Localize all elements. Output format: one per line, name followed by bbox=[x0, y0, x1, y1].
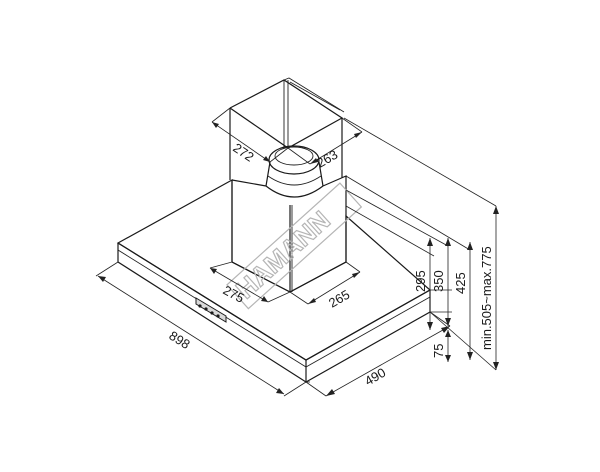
dim-height-350-label: 350 bbox=[431, 270, 446, 292]
dim-chimney-height: 295 bbox=[413, 238, 433, 330]
dim-hood-thickness-label: 75 bbox=[431, 344, 446, 358]
dim-height-range-label: min.505~max.775 bbox=[479, 246, 494, 350]
dim-chimney-height-label: 295 bbox=[413, 270, 428, 292]
dim-height-350: 350 bbox=[431, 238, 451, 326]
dim-chimney-top-left-label: 272 bbox=[230, 140, 256, 165]
dim-hood-thickness: 75 bbox=[431, 330, 451, 362]
dim-height-425: 425 bbox=[453, 242, 473, 360]
exhaust-collar bbox=[265, 145, 324, 198]
extension-lines bbox=[306, 117, 497, 383]
control-button-1 bbox=[198, 304, 202, 308]
dim-width-label: 898 bbox=[166, 328, 192, 352]
control-button-3 bbox=[210, 311, 214, 315]
dim-depth-label: 490 bbox=[362, 365, 388, 389]
dim-height-range: min.505~max.775 bbox=[479, 206, 499, 370]
control-panel bbox=[195, 297, 227, 323]
dim-chimney-top-right-label: 263 bbox=[314, 147, 340, 171]
control-button-2 bbox=[204, 307, 208, 311]
dim-chimney-top-left: 272 bbox=[211, 107, 289, 165]
dim-height-425-label: 425 bbox=[453, 272, 468, 294]
watermark-text: HAMANN bbox=[230, 205, 336, 305]
dim-chimney-top-right: 263 bbox=[287, 117, 363, 171]
control-button-4 bbox=[216, 314, 220, 318]
